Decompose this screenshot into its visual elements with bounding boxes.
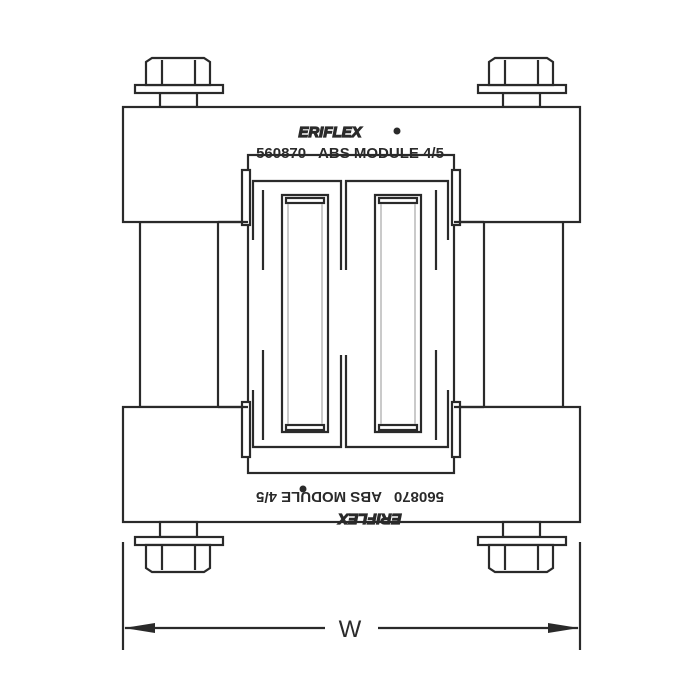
brand-dot-bottom	[299, 485, 307, 493]
width-dimension	[121, 542, 582, 650]
bolt-top-left	[133, 56, 225, 109]
abs-module	[218, 153, 484, 475]
brand-logo-top: ERIFLEX	[298, 124, 362, 141]
bolt-top-right	[476, 56, 568, 109]
dimension-label: W	[339, 616, 362, 643]
brand-dot-top	[393, 127, 401, 135]
brand-logo-bottom: ERIFLEX	[337, 510, 401, 527]
part-label-bottom: 560870 ABS MODULE 4/5	[256, 488, 444, 505]
spacer-right	[482, 220, 565, 409]
spacer-left	[138, 220, 220, 409]
bolt-bottom-left	[133, 520, 225, 574]
arrow-left-icon	[124, 623, 155, 633]
part-label-top: 560870 ABS MODULE 4/5	[256, 145, 444, 162]
arrow-right-icon	[548, 623, 579, 633]
bolt-bottom-right	[476, 520, 568, 574]
